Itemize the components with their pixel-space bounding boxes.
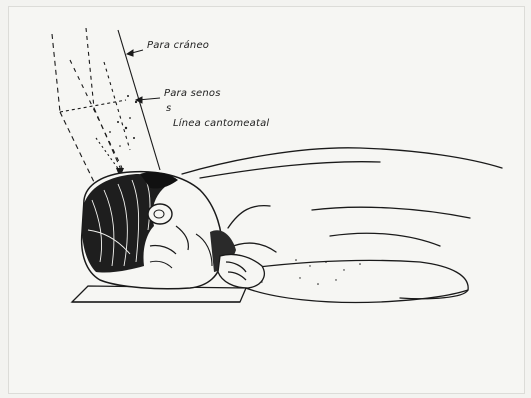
sinuses-label: Para senos <box>164 88 221 99</box>
sinuses-marker: s <box>166 103 171 114</box>
cranium-label: Para cráneo <box>147 40 209 51</box>
canthomeatal-line-label: Línea cantomeatal <box>173 118 269 129</box>
patient-hand <box>218 254 264 288</box>
xray-beam <box>52 28 160 182</box>
patient-head <box>82 172 236 289</box>
